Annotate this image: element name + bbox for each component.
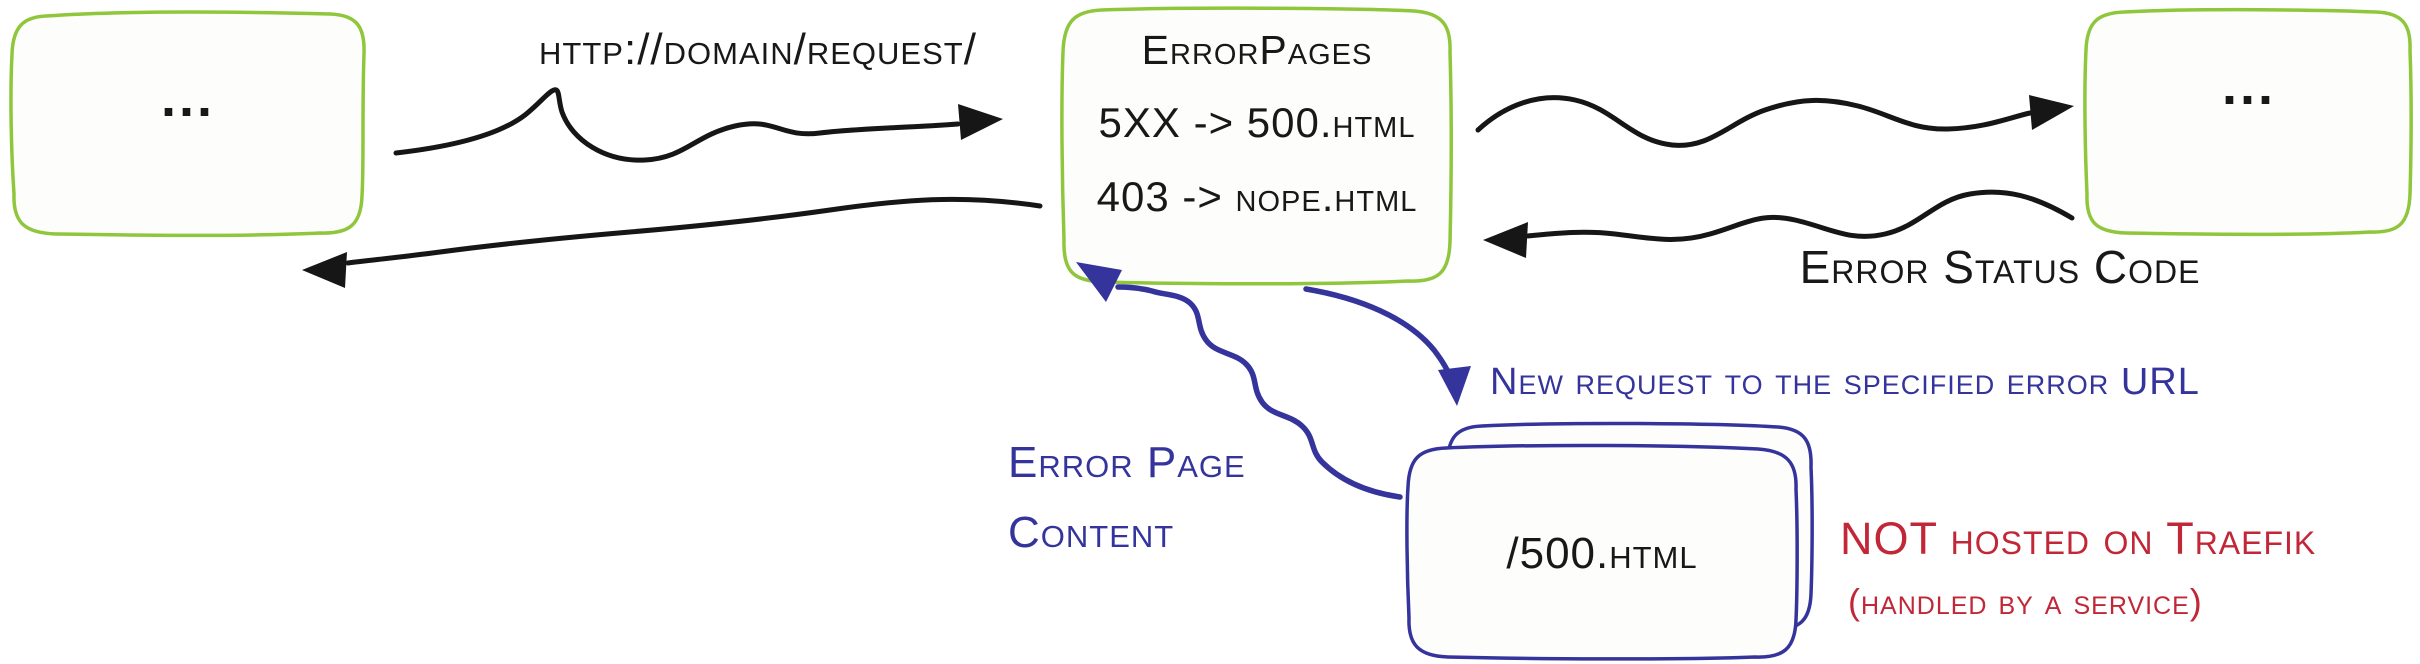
- forward-arrowhead: [2029, 95, 2074, 130]
- client-box-label: ...: [160, 68, 215, 128]
- client-box: [9, 10, 366, 238]
- errorpages-rule-403: 403 -> nope.html: [1096, 173, 1418, 220]
- error-status-label: Error Status Code: [1799, 241, 2201, 293]
- response-arrow: [302, 196, 1043, 288]
- errorpages-title: ErrorPages: [1141, 27, 1373, 73]
- error-page-content-label: Error Page Content: [1008, 428, 1246, 569]
- error-page-content-line2: Content: [1008, 508, 1175, 558]
- error-page-content-line1: Error Page: [1008, 438, 1246, 487]
- status-code-arrow: [1483, 189, 2075, 258]
- errorpages-box: [1060, 6, 1453, 286]
- request-url-label: http://domain/request/: [539, 25, 977, 74]
- handled-by-label: (handled by a service): [1848, 581, 2203, 622]
- forward-arrow: [1475, 95, 2074, 148]
- response-arrowhead: [302, 252, 347, 288]
- error-content-arrowhead: [1076, 262, 1122, 302]
- error-page-box-front: [1405, 443, 1799, 661]
- backend-box-label: ...: [2221, 56, 2276, 116]
- new-request-arrow: [1303, 286, 1471, 406]
- request-arrow: [393, 87, 1003, 163]
- backend-box: [2083, 7, 2413, 237]
- status-code-arrowhead: [1483, 222, 1528, 258]
- error-file-label: /500.html: [1506, 529, 1698, 578]
- new-request-label: New request to the specified error URL: [1490, 361, 2200, 403]
- new-request-arrowhead: [1438, 366, 1471, 406]
- error-content-arrow: [1076, 262, 1403, 500]
- not-hosted-label: NOT hosted on Traefik: [1840, 513, 2317, 564]
- request-arrowhead: [958, 104, 1003, 140]
- errorpages-rule-5xx: 5XX -> 500.html: [1098, 99, 1416, 146]
